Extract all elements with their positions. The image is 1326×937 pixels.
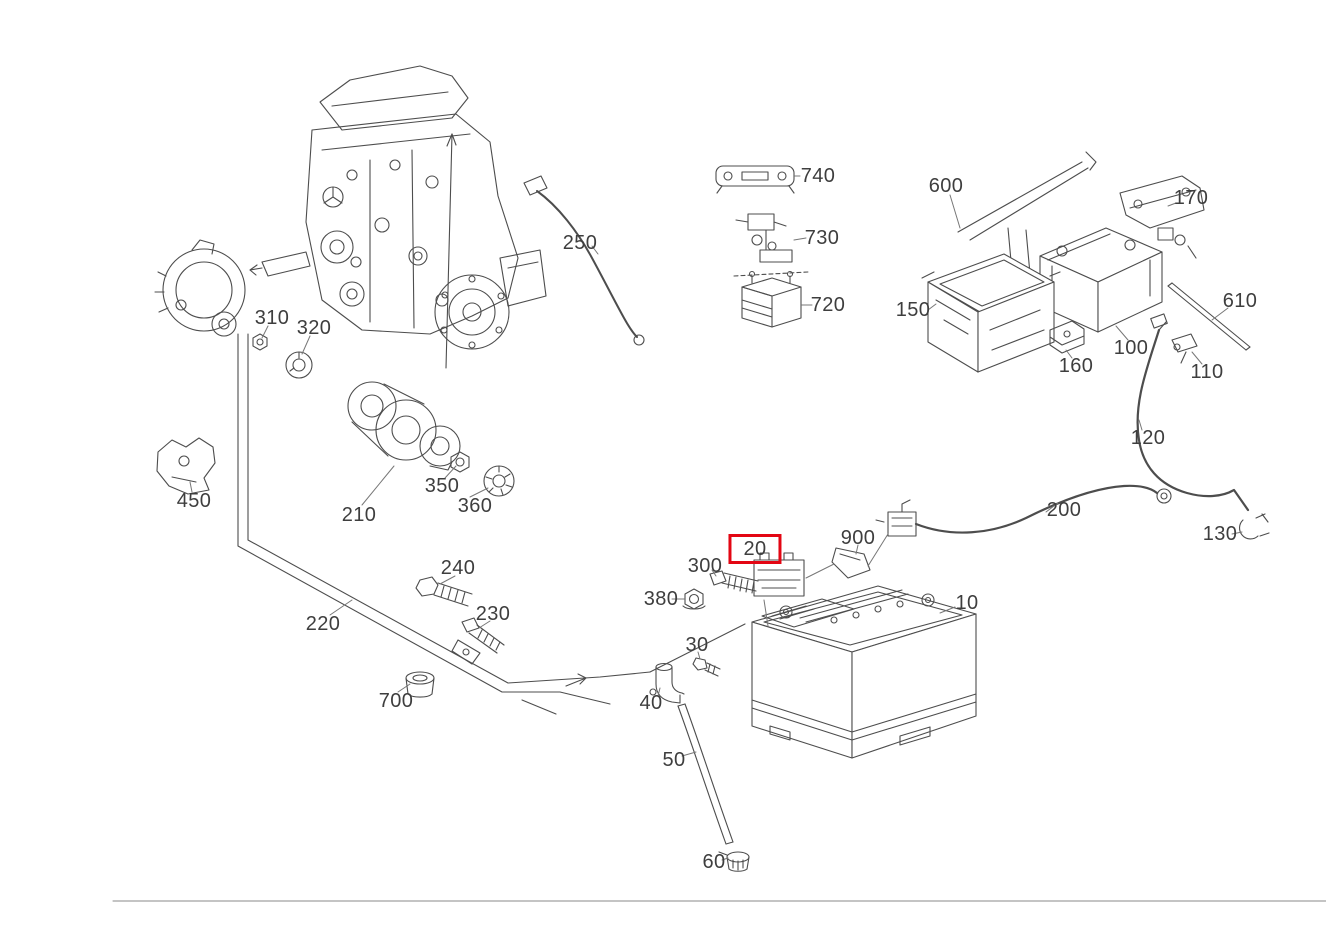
relay-20: [753, 552, 805, 597]
bracket-450: [156, 437, 216, 495]
part-label-700[interactable]: 700: [378, 690, 414, 712]
part-label-100[interactable]: 100: [1113, 337, 1149, 359]
ground-cable-250: [523, 175, 645, 346]
part-label-20[interactable]: 20: [728, 534, 782, 564]
vent-hose-120: [1136, 313, 1250, 512]
tube-50: [677, 703, 734, 845]
part-label-110[interactable]: 110: [1190, 361, 1224, 383]
battery-100: [1039, 227, 1163, 333]
rods-600: [957, 151, 1097, 275]
cap-60: [718, 851, 750, 872]
battery-10: [751, 585, 977, 759]
clip-900: [831, 547, 871, 579]
part-label-900[interactable]: 900: [840, 527, 876, 549]
part-label-310[interactable]: 310: [254, 307, 290, 329]
part-label-230[interactable]: 230: [475, 603, 511, 625]
grommet-700: [405, 671, 435, 698]
part-label-380[interactable]: 380: [643, 588, 679, 610]
part-label-220[interactable]: 220: [305, 613, 341, 635]
alternator: [154, 239, 246, 337]
part-label-320[interactable]: 320: [296, 317, 332, 339]
bolt-240: [415, 576, 473, 607]
elbow-40: [649, 662, 685, 704]
grommet-360: [483, 465, 515, 497]
part-label-50[interactable]: 50: [662, 749, 686, 771]
part-label-130[interactable]: 130: [1202, 523, 1238, 545]
nut-350: [450, 451, 470, 473]
module-720: [733, 270, 809, 328]
part-label-30[interactable]: 30: [685, 634, 709, 656]
nut-310: [252, 333, 268, 351]
part-label-150[interactable]: 150: [895, 299, 931, 321]
part-label-40[interactable]: 40: [639, 692, 663, 714]
part-label-300[interactable]: 300: [687, 555, 723, 577]
part-label-170[interactable]: 170: [1173, 187, 1209, 209]
part-label-610[interactable]: 610: [1222, 290, 1258, 312]
starter-210: [347, 381, 461, 471]
bracket-740: [715, 165, 795, 194]
bracket-170: [1119, 175, 1205, 259]
nut-380: [682, 588, 706, 610]
bolt-300: [709, 570, 759, 594]
part-label-60[interactable]: 60: [702, 851, 726, 873]
leader-lines: [189, 175, 1243, 861]
tray-150: [921, 253, 1061, 373]
part-label-740[interactable]: 740: [800, 165, 836, 187]
part-label-360[interactable]: 360: [457, 495, 493, 517]
terminal-730: [735, 213, 793, 263]
part-label-200[interactable]: 200: [1046, 499, 1082, 521]
part-label-600[interactable]: 600: [928, 175, 964, 197]
part-label-730[interactable]: 730: [804, 227, 840, 249]
part-label-10[interactable]: 10: [955, 592, 979, 614]
part-label-720[interactable]: 720: [810, 294, 846, 316]
sensor-110: [1171, 333, 1198, 364]
bolt-30: [692, 657, 721, 677]
engine-assembly: [249, 65, 547, 369]
rod-610: [1167, 282, 1251, 351]
grommet-320: [285, 351, 313, 379]
part-label-450[interactable]: 450: [176, 490, 212, 512]
clamp-130: [1239, 513, 1270, 540]
part-label-250[interactable]: 250: [562, 232, 598, 254]
part-label-120[interactable]: 120: [1130, 427, 1166, 449]
cable-200: [875, 484, 1172, 537]
bracket-160: [1049, 320, 1085, 354]
part-label-210[interactable]: 210: [341, 504, 377, 526]
part-label-240[interactable]: 240: [440, 557, 476, 579]
part-label-160[interactable]: 160: [1058, 355, 1094, 377]
part-label-350[interactable]: 350: [424, 475, 460, 497]
cable-route-220: [237, 333, 746, 715]
